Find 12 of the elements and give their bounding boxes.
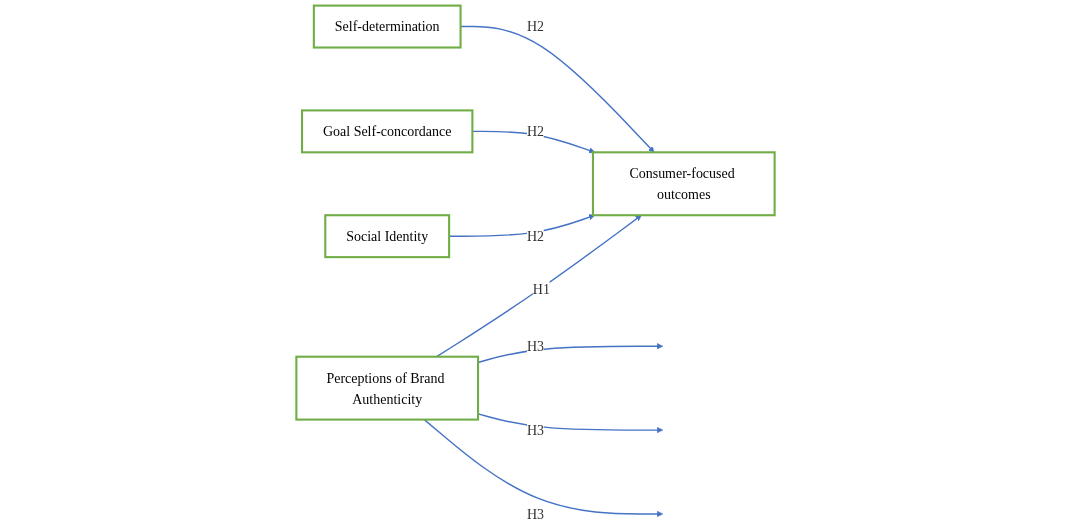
- node-box: Goal Self-concordance: [300, 109, 474, 154]
- node-box: Perceptions of Brand Authenticity: [295, 355, 480, 421]
- edge-label: H3: [526, 506, 545, 522]
- node-box: Self-determination: [312, 4, 462, 49]
- edge-label: H2: [526, 228, 545, 244]
- node-box: Social Identity: [324, 214, 451, 259]
- node-box: Consumer-focused outcomes: [591, 151, 776, 217]
- edge-label: H1: [532, 281, 550, 298]
- edge-label: H3: [526, 338, 545, 354]
- edge-label: H2: [526, 123, 545, 140]
- edge-label: H3: [526, 422, 545, 438]
- edge-label: H2: [526, 18, 545, 35]
